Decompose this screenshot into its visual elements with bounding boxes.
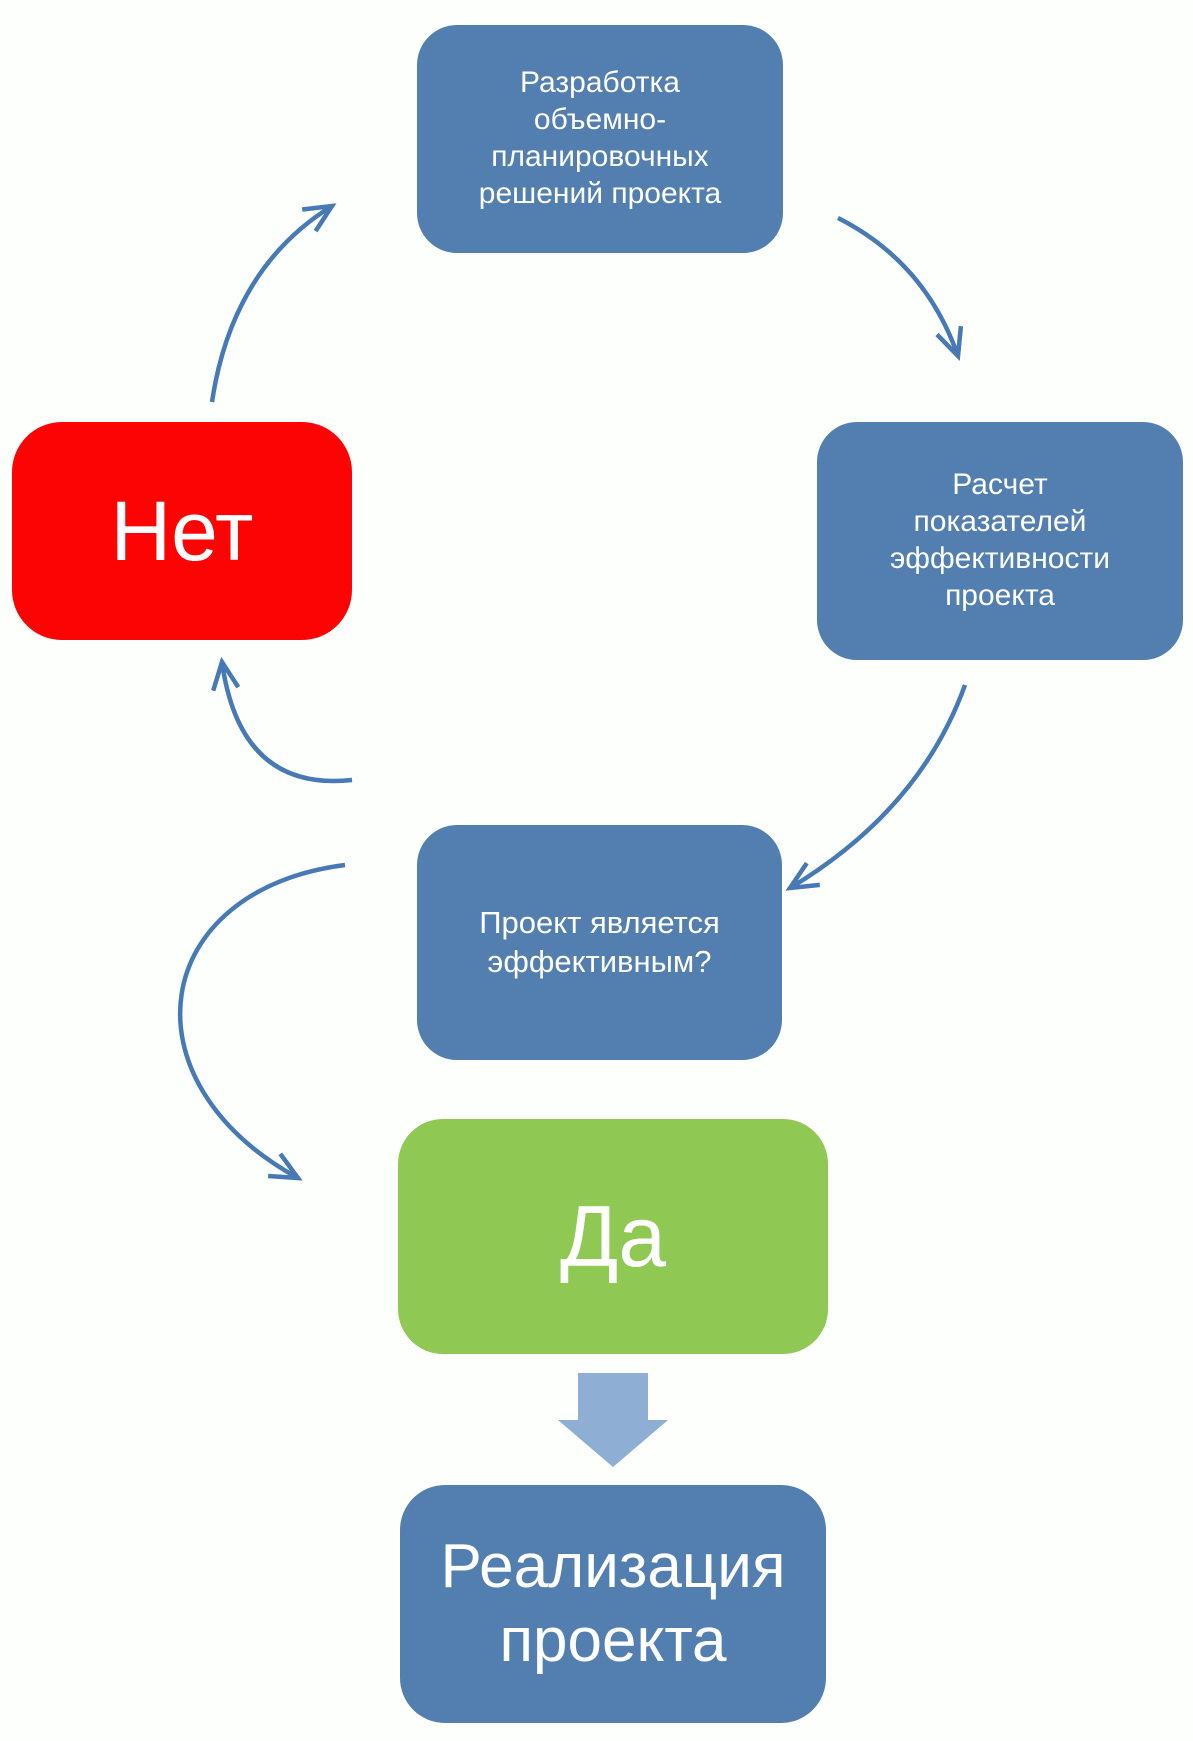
- arrowhead-no-to-develop: [301, 203, 337, 233]
- node-develop-solutions: Разработка объемно- планировочных решени…: [417, 25, 783, 253]
- block-arrow-down-icon: [558, 1373, 668, 1467]
- arrowhead-calc-to-question: [785, 861, 821, 891]
- node-no-label: Нет: [110, 484, 254, 578]
- arrowhead-develop-to-calc: [935, 325, 964, 362]
- arrowhead-question-to-yes: [267, 1152, 303, 1181]
- node-project-realization-label: Реализация проекта: [440, 1531, 786, 1675]
- node-yes-label: Да: [559, 1188, 667, 1285]
- node-is-effective-question: Проект является эффективным?: [417, 825, 782, 1060]
- node-project-realization: Реализация проекта: [400, 1485, 826, 1723]
- arrow-no-to-develop: [209, 204, 334, 403]
- node-calc-efficiency-label: Расчет показателей эффективности проекта: [889, 468, 1110, 612]
- node-yes: Да: [398, 1119, 828, 1354]
- arrow-develop-to-calc: [836, 215, 961, 357]
- arrow-question-to-yes: [177, 862, 346, 1180]
- node-no: Нет: [12, 422, 352, 640]
- arrow-calc-to-question: [788, 684, 968, 890]
- arrowhead-question-to-no: [211, 656, 241, 692]
- node-calc-efficiency: Расчет показателей эффективности проекта: [817, 422, 1183, 660]
- node-is-effective-question-label: Проект является эффективным?: [479, 904, 720, 979]
- arrow-question-to-no: [219, 661, 353, 784]
- node-develop-solutions-label: Разработка объемно- планировочных решени…: [478, 66, 722, 210]
